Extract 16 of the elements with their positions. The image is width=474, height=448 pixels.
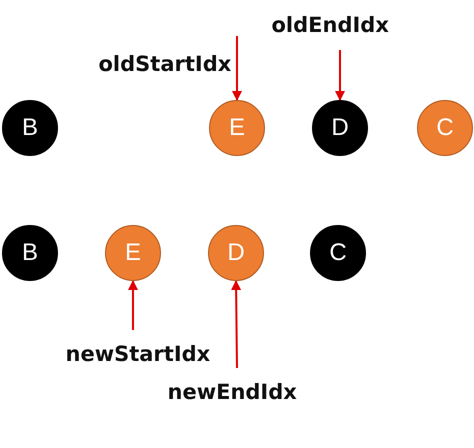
pointer-label: oldStartIdx bbox=[98, 52, 232, 76]
node-circle: E bbox=[209, 100, 265, 156]
pointer-arrow bbox=[232, 36, 242, 101]
node-circle: C bbox=[417, 100, 473, 156]
node-circle: B bbox=[2, 225, 58, 281]
node-circle: D bbox=[208, 225, 264, 281]
pointer-label: newEndIdx bbox=[168, 380, 297, 404]
pointer-label: newStartIdx bbox=[66, 342, 210, 366]
pointer-label: oldEndIdx bbox=[272, 13, 389, 37]
pointer-arrow bbox=[335, 50, 345, 101]
node-circle: B bbox=[2, 100, 58, 156]
pointer-arrow bbox=[128, 280, 138, 330]
pointer-arrow bbox=[231, 280, 242, 368]
node-circle: E bbox=[105, 225, 161, 281]
node-circle: C bbox=[310, 225, 366, 281]
node-circle: D bbox=[312, 100, 368, 156]
